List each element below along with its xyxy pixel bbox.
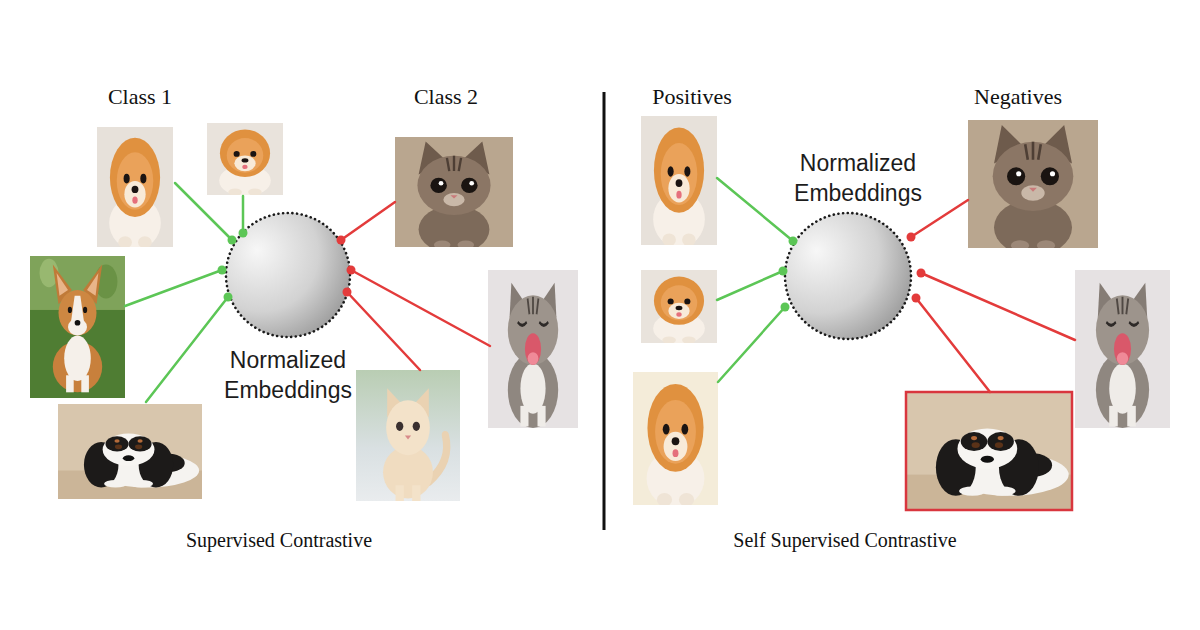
positive-line: [125, 270, 222, 306]
positive-line: [242, 196, 245, 233]
pomeranian-photo: [109, 138, 161, 250]
kitten-photo: [508, 283, 558, 428]
sphere: [226, 213, 350, 337]
photo-background: [1075, 270, 1170, 428]
panel-label: Positives: [532, 84, 852, 110]
corgi-photo: [30, 256, 125, 398]
negative-line: [921, 273, 1075, 340]
negative-line: [351, 270, 490, 346]
photo-background: [58, 404, 202, 499]
negative-line: [341, 202, 395, 240]
sphere-outline: [218, 205, 358, 405]
pomeranian-photo: [219, 129, 271, 196]
panel-label: Class 1: [0, 84, 300, 110]
photo-background: [488, 270, 578, 428]
positive-line: [146, 297, 228, 402]
pomeranian-photo: [647, 384, 705, 508]
photo-background: [356, 370, 460, 501]
embedding-sphere: Normalized Embeddings: [218, 205, 358, 405]
panel-label: Class 2: [286, 84, 606, 110]
sphere-outline: [780, 148, 916, 343]
positive-dot: [781, 303, 790, 312]
positive-dot: [218, 266, 227, 275]
kitten-photo: [417, 141, 490, 253]
sphere-label: Normalized Embeddings: [198, 345, 378, 405]
sphere: [785, 213, 911, 339]
negative-dot: [912, 294, 921, 303]
positive-line: [717, 271, 783, 300]
negative-dot: [917, 269, 926, 278]
negative-line: [916, 298, 990, 392]
positive-line: [175, 183, 232, 240]
panel-label: Self Supervised Contrastive: [685, 528, 1005, 552]
photo-background: [906, 392, 1072, 510]
positive-line: [717, 178, 793, 241]
panel-label: Negatives: [858, 84, 1178, 110]
pomeranian-photo: [653, 128, 705, 248]
negative-line: [347, 292, 420, 370]
cavalier-photo: [58, 433, 202, 499]
cavalier-photo: [906, 429, 1072, 510]
positive-line: [718, 307, 785, 382]
sphere-label: Normalized Embeddings: [768, 148, 948, 208]
panel-label: Supervised Contrastive: [119, 528, 439, 552]
highlight-border: [906, 392, 1072, 510]
panel-divider: [603, 92, 606, 530]
embedding-sphere: Normalized Embeddings: [780, 148, 916, 343]
kitten-photo: [383, 388, 447, 501]
pomeranian-photo: [653, 277, 705, 345]
negative-dot: [907, 233, 916, 242]
kitten-photo: [1096, 283, 1149, 428]
kitten-photo: [993, 125, 1074, 256]
